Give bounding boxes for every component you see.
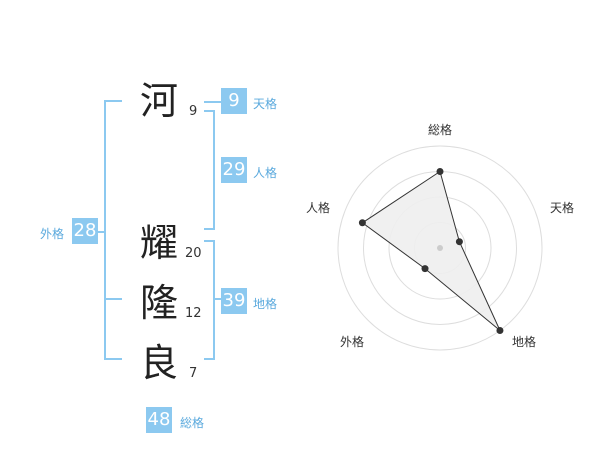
radar-ring: [337, 145, 543, 351]
radar-center-dot: [437, 245, 443, 251]
jinkaku-bracket-bottom: [204, 228, 215, 230]
radar-point-2: [455, 238, 463, 246]
stroke-count-2: 20: [185, 246, 202, 261]
radar-axis-label-soukaku: 総格: [428, 122, 452, 137]
gaikaku-bracket-mid: [104, 298, 122, 300]
tenkaku-label: 天格: [253, 97, 278, 111]
chikaku-bracket-vertical: [213, 240, 215, 360]
name-char-1: 河: [140, 79, 179, 123]
radar-axis-label-gaikaku: 外格: [340, 334, 364, 349]
chikaku-bracket-bottom: [204, 358, 215, 360]
gaikaku-bracket-bottom: [104, 358, 122, 360]
gaikaku-bracket-vertical: [104, 100, 106, 360]
jinkaku-bracket-vertical: [213, 110, 215, 230]
radar-axis-label-tenkaku: 天格: [550, 200, 574, 215]
radar-point-1: [436, 168, 444, 175]
chikaku-connector: [213, 298, 221, 300]
tenkaku-badge: 9: [221, 88, 247, 114]
gaikaku-connector: [98, 231, 106, 233]
gaikaku-label: 外格: [40, 227, 65, 241]
radar-data-polygon: [361, 170, 501, 331]
radar-point-5: [358, 219, 366, 227]
stroke-count-1: 9: [189, 104, 198, 119]
jinkaku-bracket-top: [204, 110, 215, 112]
stroke-count-3: 12: [185, 306, 202, 321]
name-char-4: 良: [140, 341, 179, 385]
stroke-count-4: 7: [189, 366, 198, 381]
radar-point-3: [496, 327, 504, 335]
soukaku-badge: 48: [146, 407, 172, 433]
radar-point-4: [421, 265, 429, 273]
name-char-2: 耀: [140, 221, 179, 265]
gaikaku-bracket-top: [104, 100, 122, 102]
tenkaku-connector: [204, 101, 221, 103]
jinkaku-label: 人格: [253, 166, 278, 180]
chikaku-label: 地格: [253, 297, 278, 311]
chikaku-bracket-top: [204, 240, 215, 242]
name-char-3: 隆: [140, 281, 179, 325]
chikaku-badge: 39: [221, 288, 247, 314]
radar-points: [358, 168, 504, 335]
radar-axis-label-jinkaku: 人格: [306, 200, 330, 215]
radar-axis-label-chikaku: 地格: [512, 334, 536, 349]
jinkaku-badge: 29: [221, 157, 247, 183]
gaikaku-badge: 28: [72, 218, 98, 244]
soukaku-label: 総格: [180, 416, 205, 430]
